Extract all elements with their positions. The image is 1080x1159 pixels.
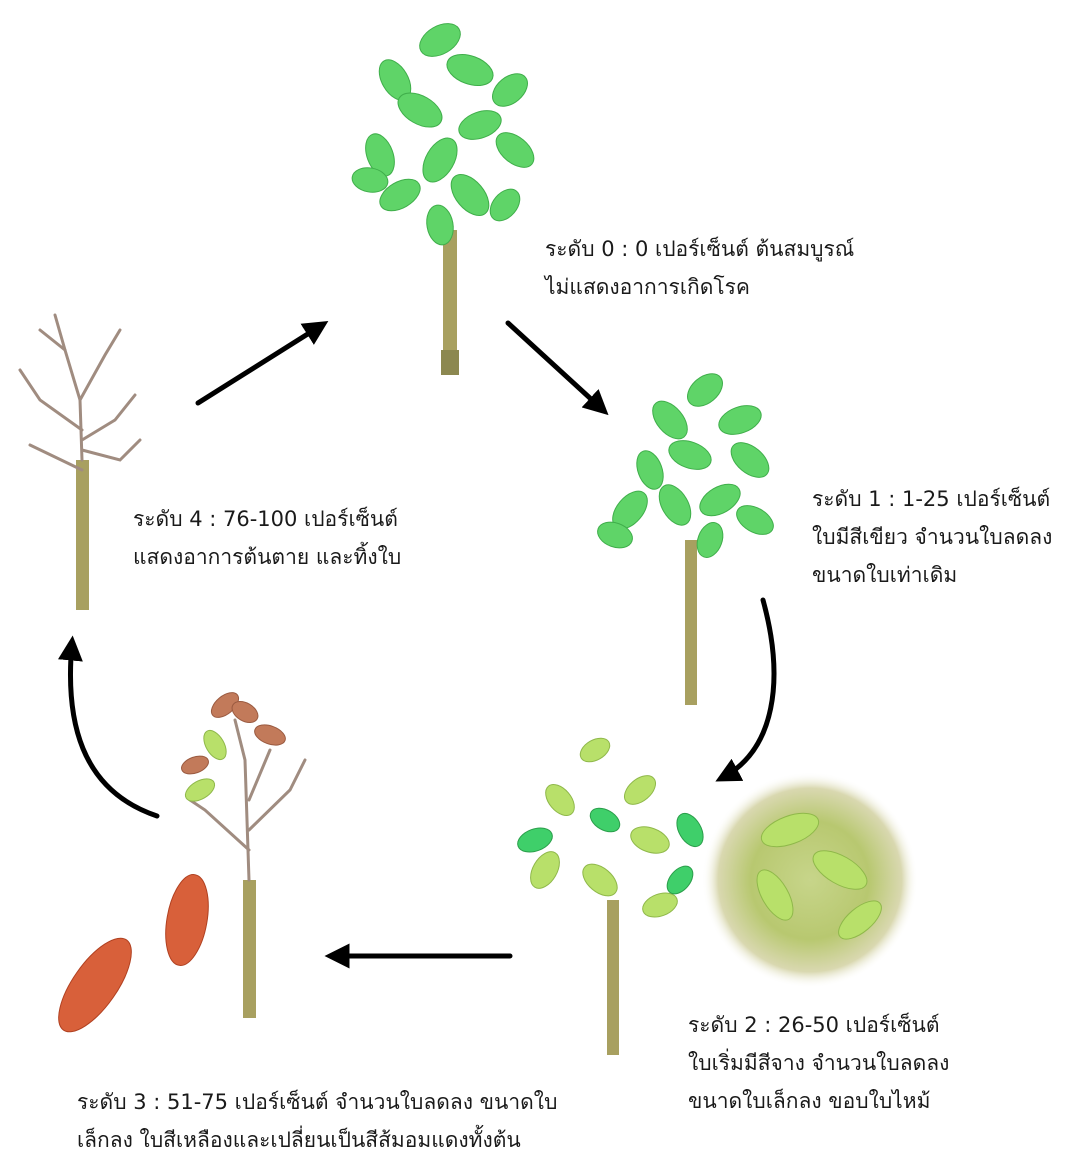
leaf-photo	[702, 772, 918, 988]
stage-2-line-1: ระดับ 2 : 26-50 เปอร์เซ็นต์	[688, 1006, 949, 1044]
stage-1-line-1: ระดับ 1 : 1-25 เปอร์เซ็นต์	[812, 480, 1052, 518]
tree-stage-1	[594, 367, 778, 705]
stage-1-line-3: ขนาดใบเท่าเดิม	[812, 556, 1052, 594]
stage-3-caption: ระดับ 3 : 51-75 เปอร์เซ็นต์ จำนวนใบลดลง …	[77, 1083, 557, 1159]
stage-4-line-1: ระดับ 4 : 76-100 เปอร์เซ็นต์	[133, 500, 401, 538]
arrow-1-to-2	[722, 600, 774, 778]
arrow-0-to-1	[508, 323, 603, 410]
arrow-4-to-0	[198, 325, 322, 403]
stage-3-line-2: เล็กลง ใบสีเหลืองและเปลี่ยนเป็นสีส้มอมแด…	[77, 1121, 557, 1159]
stage-4-caption: ระดับ 4 : 76-100 เปอร์เซ็นต์ แสดงอาการต้…	[133, 500, 401, 576]
arrow-3-to-4	[70, 643, 157, 816]
stage-0-line-1: ระดับ 0 : 0 เปอร์เซ็นต์ ต้นสมบูรณ์	[545, 230, 854, 268]
tree-stage-0	[350, 17, 540, 375]
tree-stage-4	[20, 315, 140, 610]
stage-2-caption: ระดับ 2 : 26-50 เปอร์เซ็นต์ ใบเริ่มมีสีจ…	[688, 1006, 949, 1120]
stage-3-line-1: ระดับ 3 : 51-75 เปอร์เซ็นต์ จำนวนใบลดลง …	[77, 1083, 557, 1121]
stage-1-line-2: ใบมีสีเขียว จำนวนใบลดลง	[812, 518, 1052, 556]
stage-2-line-3: ขนาดใบเล็กลง ขอบใบไหม้	[688, 1082, 949, 1120]
tree-stage-3	[45, 688, 305, 1043]
stage-4-line-2: แสดงอาการต้นตาย และทิ้งใบ	[133, 538, 401, 576]
stage-2-line-2: ใบเริ่มมีสีจาง จำนวนใบลดลง	[688, 1044, 949, 1082]
stage-0-line-2: ไม่แสดงอาการเกิดโรค	[545, 268, 854, 306]
stage-1-caption: ระดับ 1 : 1-25 เปอร์เซ็นต์ ใบมีสีเขียว จ…	[812, 480, 1052, 594]
stage-0-caption: ระดับ 0 : 0 เปอร์เซ็นต์ ต้นสมบูรณ์ ไม่แส…	[545, 230, 854, 306]
fallen-leaves	[45, 871, 214, 1042]
